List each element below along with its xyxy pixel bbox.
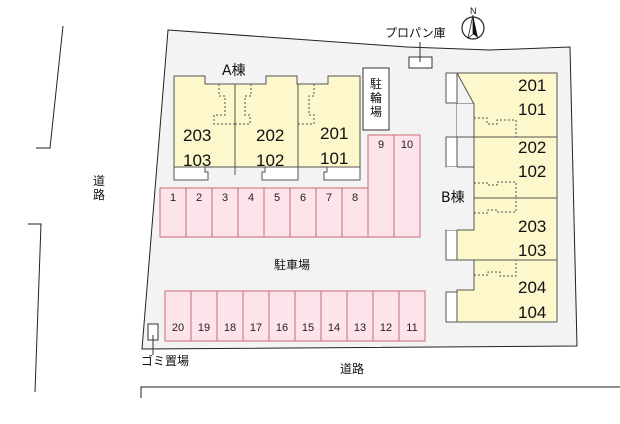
parking-space-14: 14 <box>327 322 341 334</box>
road-edge-left-upper <box>36 25 64 149</box>
unit-a-102: 102 <box>256 151 285 170</box>
building-a-title: A棟 <box>222 63 246 79</box>
unit-a-103: 103 <box>183 151 212 170</box>
parking-space-16: 16 <box>275 322 289 334</box>
parking-space-13: 13 <box>353 322 367 334</box>
parking-space-19: 19 <box>197 322 211 334</box>
parking-lot-label: 駐車場 <box>274 258 311 272</box>
unit-a-201: 201 <box>320 124 349 143</box>
unit-b-204: 204 <box>518 278 547 297</box>
parking-space-2: 2 <box>195 192 203 204</box>
parking-space-11: 11 <box>406 322 418 334</box>
unit-b-102: 102 <box>518 162 547 181</box>
road-left-label: 道路 <box>92 174 105 202</box>
parking-space-12: 12 <box>379 322 393 334</box>
parking-space-8: 8 <box>351 192 359 204</box>
building-b-title: B棟 <box>441 190 465 206</box>
unit-b-101: 101 <box>518 100 547 119</box>
parking-space-3: 3 <box>221 192 229 204</box>
north-label: N <box>470 6 477 16</box>
unit-b-203: 203 <box>518 217 547 236</box>
parking-space-10: 10 <box>400 139 414 151</box>
garbage-label: ゴミ置場 <box>141 354 190 368</box>
unit-b-201: 201 <box>518 76 547 95</box>
bike-parking-area <box>362 67 390 131</box>
unit-a-101: 101 <box>320 149 349 168</box>
unit-a-202: 202 <box>256 126 285 145</box>
parking-space-6: 6 <box>299 192 307 204</box>
parking-space-7: 7 <box>325 192 333 204</box>
unit-b-103: 103 <box>518 241 547 260</box>
bike-parking-label: 駐輪場 <box>369 77 382 119</box>
parking-space-4: 4 <box>247 192 255 204</box>
road-edge-left-lower <box>28 223 42 393</box>
unit-b-104: 104 <box>518 303 547 322</box>
parking-space-9: 9 <box>377 139 385 151</box>
building-a <box>173 75 361 181</box>
parking-space-18: 18 <box>223 322 237 334</box>
building-b <box>445 72 558 323</box>
propane-label: プロパン庫 <box>385 26 446 40</box>
parking-space-15: 15 <box>301 322 315 334</box>
parking-space-17: 17 <box>249 322 263 334</box>
parking-space-20: 20 <box>171 322 185 334</box>
parking-space-5: 5 <box>273 192 281 204</box>
road-edge-bottom <box>140 386 620 398</box>
unit-a-203: 203 <box>183 126 212 145</box>
road-bottom-label: 道路 <box>340 362 365 376</box>
unit-b-202: 202 <box>518 138 547 157</box>
parking-space-1: 1 <box>169 192 177 204</box>
parking-bottom-row <box>164 290 426 342</box>
north-compass-icon <box>461 14 485 40</box>
parking-top-row <box>159 134 421 238</box>
